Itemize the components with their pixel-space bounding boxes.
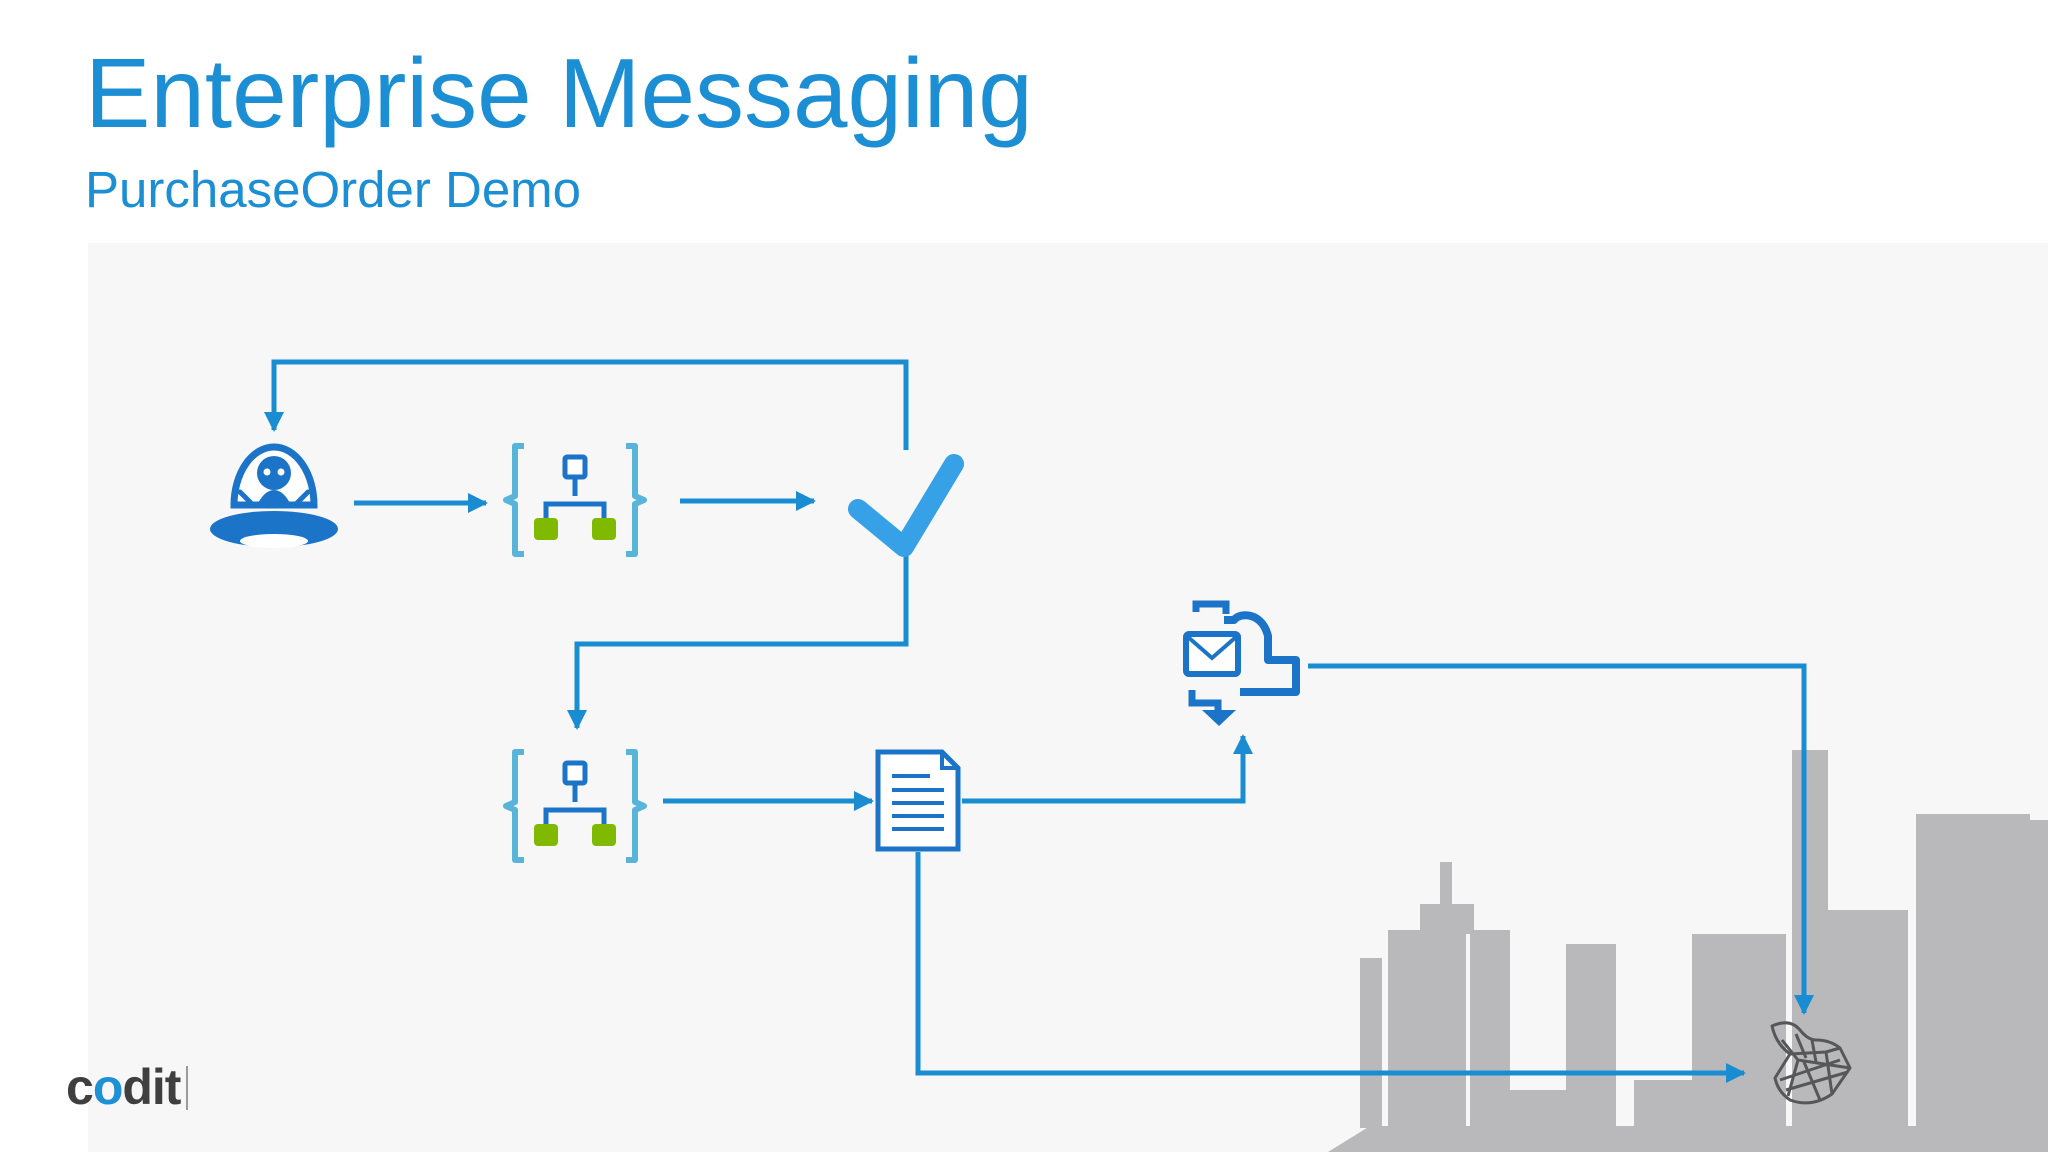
connector-document-to-service-bus <box>962 734 1253 804</box>
checkmark-icon <box>848 454 964 557</box>
logo-text-accent: o <box>92 1059 124 1115</box>
skyline-ground <box>1328 1126 2048 1152</box>
skyline-building <box>1566 944 1616 1128</box>
city-skyline <box>1328 750 2048 1152</box>
logo-text-start: c <box>66 1059 94 1115</box>
connector-document-to-sharepoint <box>915 852 1746 1083</box>
api-management-ufo-icon <box>210 443 338 548</box>
connector-service-bus-to-sharepoint <box>1308 663 1814 1015</box>
codit-logo: codit <box>66 1059 189 1115</box>
slide-title: Enterprise Messaging <box>85 38 1033 148</box>
service-bus-queue-icon <box>1183 600 1300 726</box>
skyline-building <box>1388 930 1466 1128</box>
logic-app-icon <box>503 443 647 557</box>
connector-check-to-ufo <box>264 359 909 450</box>
logo-divider <box>186 1066 189 1110</box>
logic-app-icon <box>503 749 647 863</box>
slide-subtitle: PurchaseOrder Demo <box>85 161 582 218</box>
skyline-building <box>1916 814 2030 1128</box>
skyline-building <box>1440 862 1452 908</box>
skyline-building <box>2030 820 2048 1128</box>
connector-check-to-logic-app-2 <box>567 556 909 730</box>
skyline-building <box>1420 904 1474 934</box>
skyline-building <box>1470 930 1510 1128</box>
skyline-building <box>1510 1090 1566 1128</box>
connectors <box>264 359 1814 1083</box>
skyline-building <box>1360 958 1382 1128</box>
sharepoint-icon <box>1770 1021 1852 1105</box>
skyline-building <box>1828 910 1908 1128</box>
skyline-building <box>1692 934 1786 1128</box>
document-icon <box>875 749 961 852</box>
skyline-building <box>1634 1080 1692 1128</box>
logo-text-end: dit <box>122 1059 181 1115</box>
